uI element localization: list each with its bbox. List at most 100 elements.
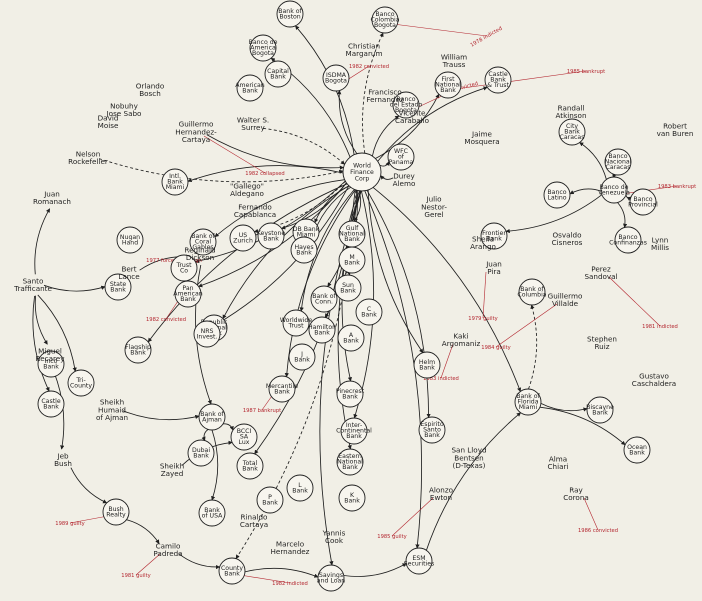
annotation-a14: 1982 convicted [146, 317, 186, 323]
node-eastern-label-1: National [337, 459, 363, 466]
node-banco_nacional-label-1: Nacional [605, 159, 632, 166]
node-county-label-1: Bank [224, 570, 240, 577]
edge-bancovenez-frontier [505, 194, 603, 234]
node-bancovenez-label-0: Banco de [600, 184, 629, 191]
edge-wfc-esm [364, 190, 422, 549]
edge-bankajman-dubai [201, 429, 209, 442]
node-bancoamerica-label-2: Bogota [252, 50, 274, 57]
node-keystone-circle [257, 222, 285, 250]
node-banco_nacional-circle [604, 148, 632, 176]
node-san_lloyd-label-2: (D-Texas) [453, 461, 486, 470]
node-rep-label-0: Republic [201, 319, 228, 326]
edge-wfc-bankflorida [372, 187, 522, 392]
node-frontier-label-0: Frontier [482, 230, 506, 237]
node-citybank-label-0: City [566, 123, 578, 130]
node-christian-label-1: Margarum [346, 49, 383, 58]
annotation-a12-leader [583, 497, 599, 531]
node-bankflorida-label-2: Miami [519, 404, 538, 411]
annotation-a18: 1985 guilty [377, 534, 406, 540]
node-bcci-label-1: SA [240, 434, 249, 441]
node-bankajman-label-0: Bank of [200, 411, 224, 418]
annotation-a12: 1986 convicted [578, 528, 618, 534]
node-hamilton-label-1: Bank [314, 329, 330, 336]
node-inter-label-1: Continental [336, 428, 372, 435]
node-bancoamerica-circle [249, 34, 277, 62]
edge-bancovenez-bancoconf [617, 202, 628, 229]
node-cdj-label-1: Bank [490, 77, 506, 84]
node-juan_pira-label-1: Pira [487, 267, 501, 276]
node-dbank-label-0: DB Bank [293, 226, 320, 233]
annotation-a6: 1982 indicted [272, 581, 308, 587]
node-mercantile-label-0: Mercantile [266, 383, 299, 390]
annotation-a5-leader [135, 553, 161, 576]
node-intlbank-label-0: Intl. [169, 173, 181, 180]
node-hamilton-circle [308, 316, 336, 344]
edge-bush_realty-camilo [126, 519, 160, 544]
node-uszurich-circle [229, 224, 257, 252]
edge-guillermo-wfc [206, 134, 345, 170]
node-dubai-circle [187, 439, 215, 467]
node-ray-label-0: Ray [569, 486, 583, 495]
edge-wfc-county [235, 190, 357, 560]
node-orlando-label-1: Bosch [139, 89, 161, 98]
edge-bankflorida-bancolombia [528, 304, 538, 390]
node-totalbank-circle [236, 452, 264, 480]
annotation-a11: 1983 bankrupt [658, 184, 696, 190]
node-bancoprov-label-1: Provincial [628, 201, 658, 208]
node-savings-label-0: Savings [319, 572, 343, 579]
node-julio-label-0: Julio [425, 195, 441, 204]
node-bancolombia-circle [518, 278, 546, 306]
annotation-a16: 1983 indicted [423, 376, 459, 382]
edge-bancovenez-bancoprov [625, 194, 632, 201]
node-david-label-1: Moise [98, 121, 119, 130]
node-bancoestado-label-0: Banco [396, 96, 415, 103]
node-vicente-label-1: Caraballo [395, 116, 429, 125]
node-stephen-label-0: Stephen [587, 335, 617, 344]
annotation-a1: 1978 indicted [470, 26, 504, 49]
node-firstnational-label-2: Bank [440, 87, 456, 94]
node-cbank-label-1: Bank [361, 311, 377, 318]
node-eastern-label-2: Bank [342, 464, 358, 471]
node-esm-circle [405, 547, 433, 575]
node-bankflorida-label-0: Bank of [516, 393, 540, 400]
node-julio-label-1: Nestor- [421, 202, 447, 211]
node-reginald-label-0: Reginald [184, 246, 215, 255]
node-wfc-label-0: World [353, 162, 371, 169]
node-christian-label-0: Christian [348, 42, 380, 51]
node-hamilton-label-0: Hamilton [308, 324, 336, 331]
node-sunbank-circle [334, 274, 362, 302]
node-robert_vb-label-0: Robert [663, 122, 687, 131]
node-juan_rom-label-1: Romanach [33, 197, 71, 206]
node-totalbank-label-0: Total [242, 460, 258, 467]
node-alma-label-0: Alma [549, 455, 567, 464]
node-cbank-label-0: C [367, 306, 371, 313]
annotation-a6-leader [239, 574, 291, 584]
node-espirito-label-2: Bank [424, 432, 440, 439]
node-guillermo_v-label-0: Guillermo [548, 292, 583, 301]
node-gustavo-label-0: Gustavo [639, 372, 669, 381]
edge-wfc-bankboston [295, 25, 355, 155]
annotation-a4: 1985 bankrupt [567, 69, 605, 75]
node-nrs-circle [193, 320, 221, 348]
